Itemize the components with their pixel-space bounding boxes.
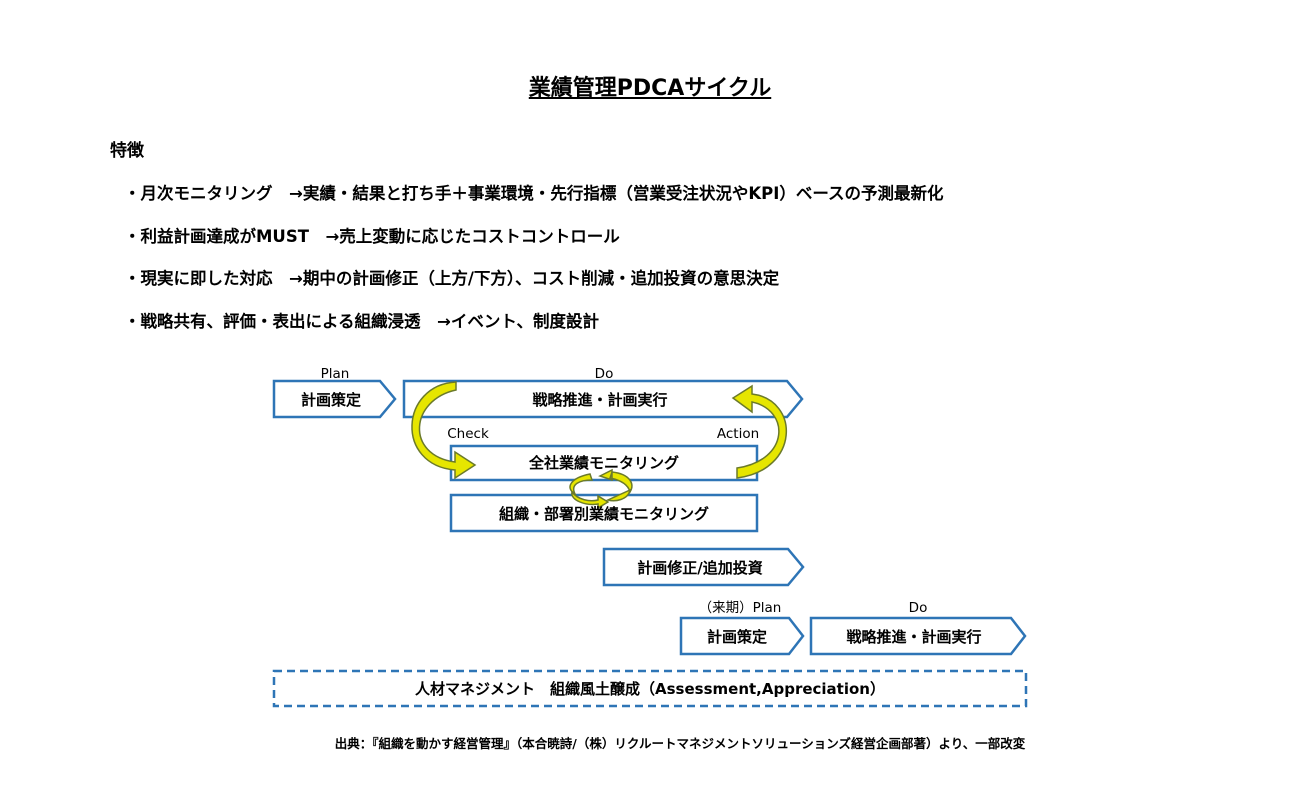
next-do-label: Do <box>909 600 928 616</box>
feature-bullet: ・戦略共有、評価・表出による組織浸透 →イベント、制度設計 <box>124 312 600 331</box>
action-curved-arrow <box>731 384 787 479</box>
next-plan-label: （来期）Plan <box>699 600 782 616</box>
check-curved-arrow <box>411 381 477 480</box>
next-plan-box-text: 計画策定 <box>707 628 767 646</box>
plan-box <box>272 379 397 419</box>
feature-bullet: ・利益計画達成がMUST →売上変動に応じたコストコントロール <box>124 227 620 246</box>
revise-box-text: 計画修正/追加投資 <box>637 559 762 577</box>
hr-box <box>272 669 1028 708</box>
do-label: Do <box>595 366 614 382</box>
revise-box <box>602 547 805 587</box>
small-cycle-arrow-bottom <box>571 488 632 510</box>
source-citation: 出典：『組織を動かす経営管理』（本合暁詩/（株）リクルートマネジメントソリューシ… <box>334 736 1026 751</box>
feature-bullet: ・現実に即した対応 →期中の計画修正（上方/下方）、コスト削減・追加投資の意思決… <box>124 269 780 288</box>
company-monitor-text: 全社業績モニタリング <box>528 454 679 472</box>
next-do-box <box>809 616 1027 656</box>
plan-box-text: 計画策定 <box>301 391 361 409</box>
org-monitor-box <box>449 493 759 533</box>
check-label: Check <box>447 426 489 442</box>
page-title: 業績管理PDCAサイクル <box>0 70 1300 102</box>
plan-label: Plan <box>321 366 350 382</box>
title-text: 業績管理PDCAサイクル <box>528 76 772 101</box>
do-box-text: 戦略推進・計画実行 <box>532 391 667 409</box>
hr-box-text: 人材マネジメント 組織風土醸成（Assessment,Appreciation） <box>415 680 885 698</box>
feature-bullet: ・月次モニタリング →実績・結果と打ち手＋事業環境・先行指標（営業受注状況やKP… <box>124 184 944 203</box>
next-do-box-text: 戦略推進・計画実行 <box>846 628 981 646</box>
do-box <box>402 379 804 419</box>
features-heading: 特徴 <box>110 141 144 161</box>
next-plan-box <box>679 616 805 656</box>
action-label: Action <box>717 426 759 442</box>
org-monitor-text: 組織・部署別業績モニタリング <box>499 505 709 523</box>
